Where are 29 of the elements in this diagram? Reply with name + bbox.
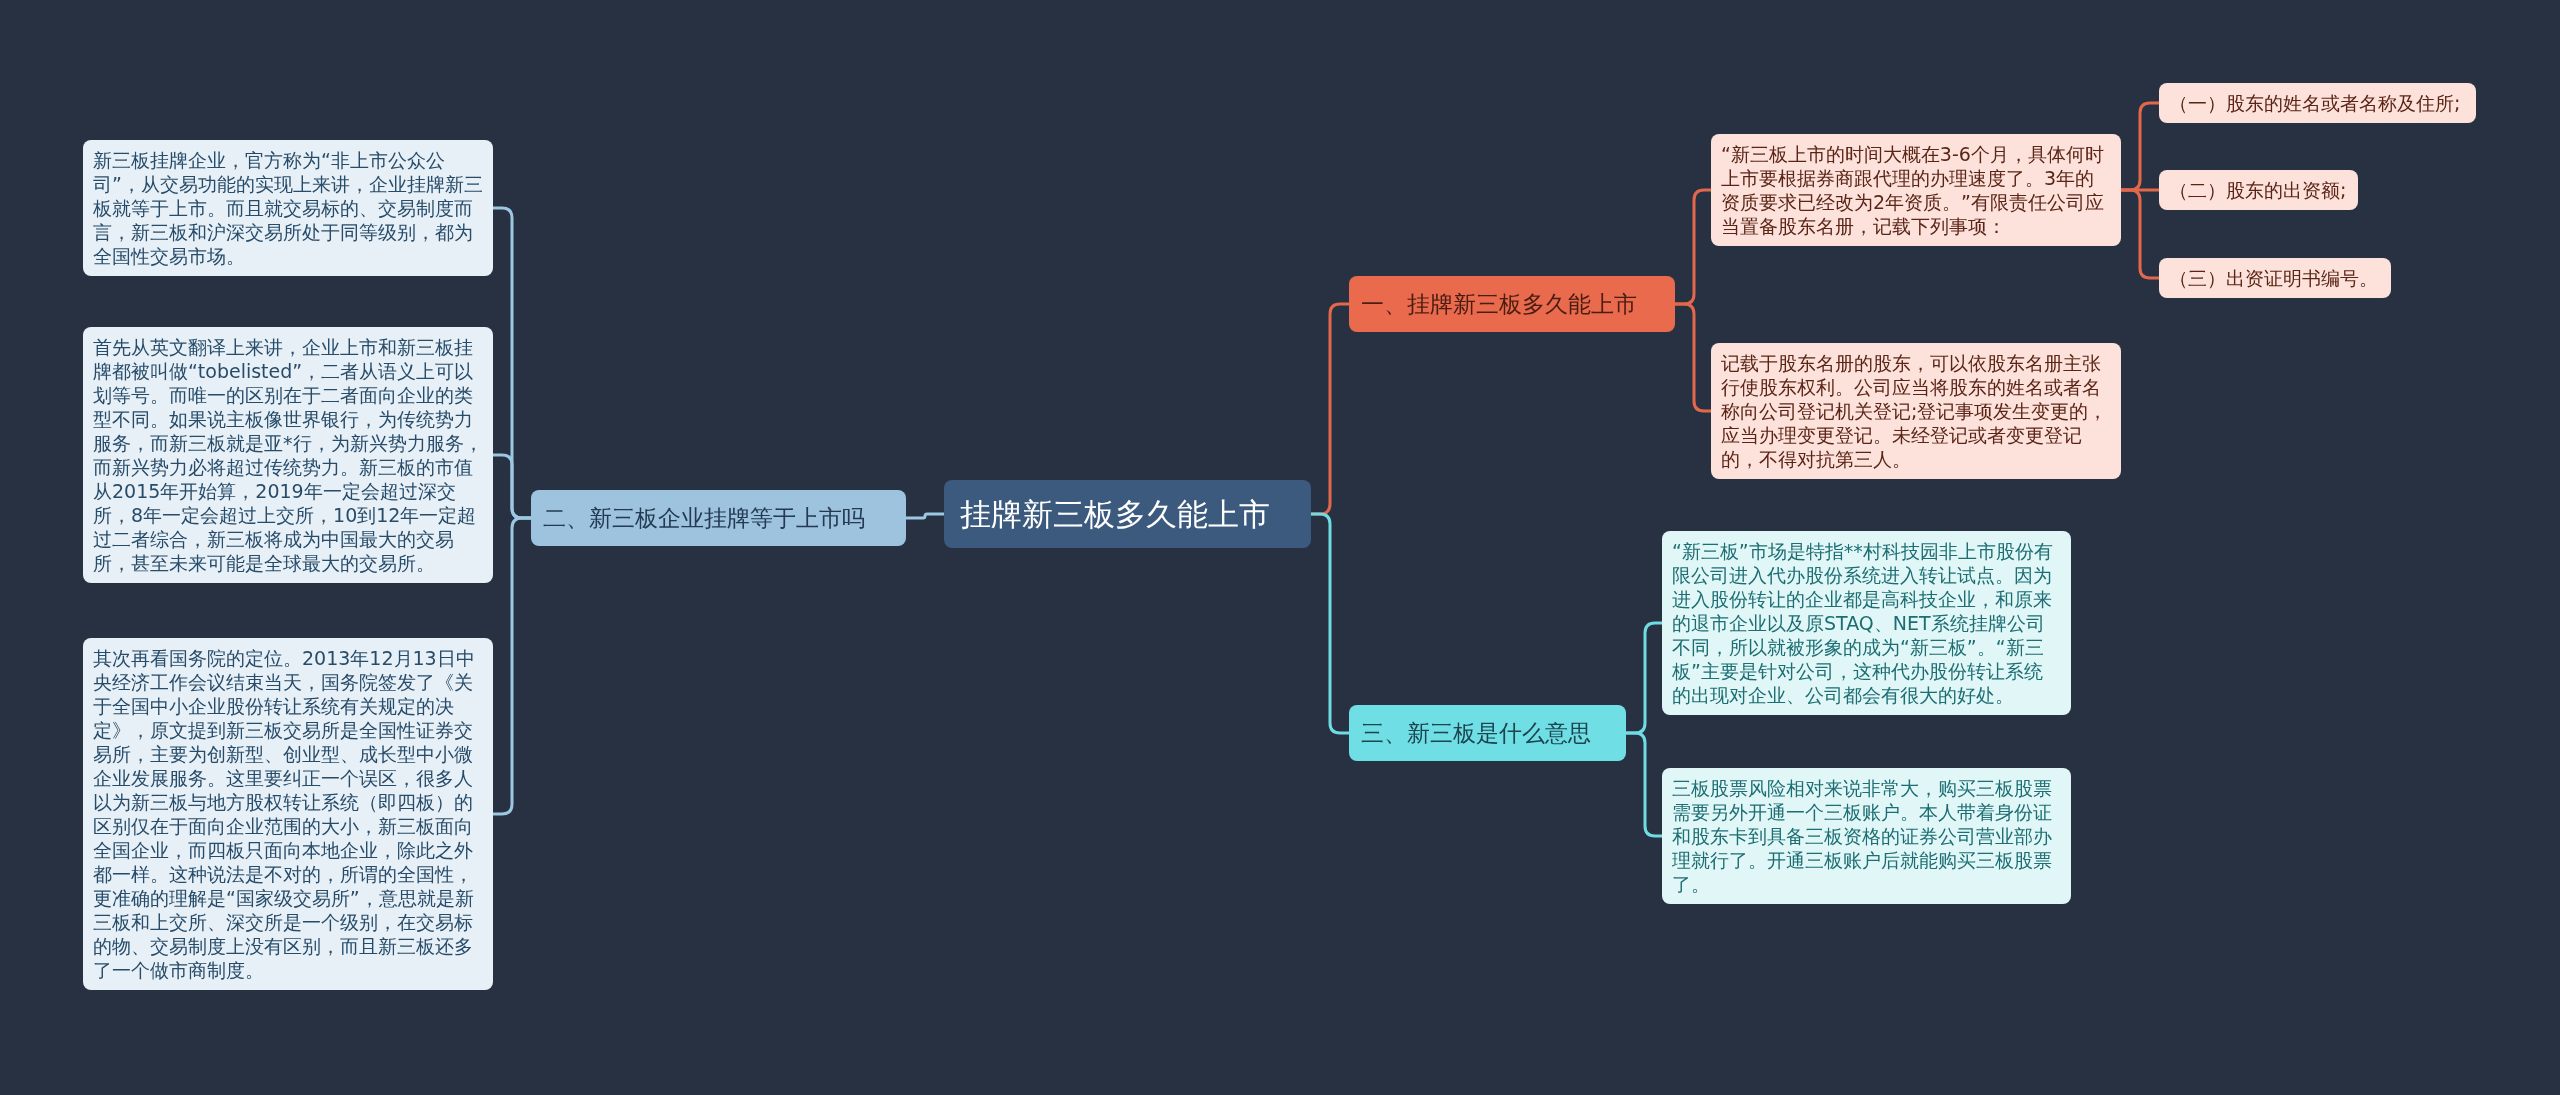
note-text: （三）出资证明书编号。 (2169, 266, 2379, 290)
branch-topic-box (531, 490, 906, 546)
note-text: 首先从英文翻译上来讲，企业上市和新三板挂牌都被叫做“tobelisted”，二者从语义上可以划等号。而唯一的区别在于二者面向企业的类型不同。如果说主板像世界银行，为传统势力服务，而新三板就是亚*行，为新兴势力服务，而新兴势力必将超过传统势力。新三板的市值从2015年开始算，2019年一定会超过深交所，8年一定会超过上交所，10到12年一定超过二者综合，新三板将成为中国最大的交易所，甚至未来可能是全球最大的交易所。 (93, 335, 483, 575)
branch-topic-text: 三、新三板是什么意思 (1361, 719, 1592, 748)
connector-line (493, 516, 531, 816)
note-box (2159, 258, 2391, 298)
note-box (2159, 83, 2476, 123)
note-box (1711, 134, 2121, 246)
central-topic-text: 挂牌新三板多久能上市 (960, 495, 1271, 534)
branch-topic-box (1349, 276, 1675, 332)
note-text: “新三板”市场是特指**村科技园非上市股份有限公司进入代办股份系统进入转让试点。因为进入股份转让的企业都是高科技企业，和原来的退市企业以及原STAQ、NET系统挂牌公司不同，所以就被形象的成为“新三板”。“新三板”主要是针对公司，这种代办股份转让系统的出现对企业、公司都会有很大的好处。 (1672, 539, 2054, 707)
connector-line (906, 512, 944, 520)
note-text: 新三板挂牌企业，官方称为“非上市公众公司”，从交易功能的实现上来讲，企业挂牌新三板就等于上市。而且就交易标的、交易制度而言，新三板和沪深交易所处于同等级别，都为全国性交易市场。 (93, 148, 483, 268)
note-text: 三板股票风险相对来说非常大，购买三板股票需要另外开通一个三板账户。本人带着身份证和股东卡到具备三板资格的证券公司营业部办理就行了。开通三板账户后就能购买三板股票了。 (1672, 776, 2053, 896)
note-box (2159, 170, 2358, 210)
note-box (83, 140, 493, 276)
connector-line (1311, 512, 1349, 735)
branch-topic-text: 二、新三板企业挂牌等于上市吗 (543, 504, 866, 533)
central-topic-box (944, 480, 1311, 548)
note-text: “新三板上市的时间大概在3-6个月，具体何时上市要根据券商跟代理的办理速度了。3年的资质要求已经改为2年资质。”有限责任公司应当置备股东名册，记载下列事项： (1721, 142, 2105, 238)
branch-topic-text: 一、挂牌新三板多久能上市 (1361, 290, 1638, 319)
connector-line (2121, 188, 2159, 280)
note-text: （二）股东的出资额; (2169, 178, 2348, 202)
note-text: 其次再看国务院的定位。2013年12月13日中央经济工作会议结束当天，国务院签发了《关于全国中小企业股份转让系统有关规定的决定》，原文提到新三板交易所是全国性证券交易所，主要为创新型、创业型、成长型中小微企业发展服务。这里要纠正一个误区，很多人以为新三板与地方股权转让系统（即四板）的区别仅在于面向企业范围的大小，新三板面向全国企业，而四板只面向本地企业，除此之外都一样。这种说法是不对的，所谓的全国性，更准确的理解是“国家级交易所”，意思就是新三板和上交所、深交所是一个级别，在交易标的物、交易制度上没有区别，而且新三板还多了一个做市商制度。 (93, 646, 476, 982)
note-text: （一）股东的姓名或者名称及住所; (2169, 91, 2462, 115)
note-text: 记载于股东名册的股东，可以依股东名册主张行使股东权利。公司应当将股东的姓名或者名称向公司登记机关登记;登记事项发生变更的，应当办理变更登记。未经登记或者变更登记的，不得对抗第三人。 (1721, 351, 2109, 471)
branch-topic-box (1349, 705, 1626, 761)
note-box (1711, 343, 2121, 479)
note-box (1662, 768, 2071, 904)
